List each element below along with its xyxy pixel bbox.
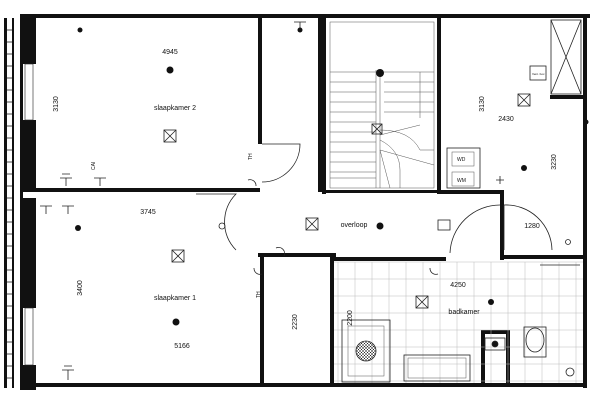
walls bbox=[20, 14, 590, 390]
cai-label: CAI bbox=[91, 162, 97, 170]
dim-bedroom1-bottom: 5166 bbox=[174, 343, 190, 350]
dim-bathroom-width: 4250 bbox=[450, 282, 466, 289]
bathroom-tiles bbox=[334, 261, 583, 383]
staircase bbox=[329, 21, 435, 189]
bathroom-fixtures bbox=[341, 319, 547, 383]
dim-right-depth-top: 3130 bbox=[479, 96, 486, 112]
boiler-label: Vent. box bbox=[532, 72, 545, 76]
cupboard bbox=[529, 19, 582, 95]
dim-right-width: 2430 bbox=[498, 116, 514, 123]
socket-icons bbox=[40, 21, 580, 380]
dim-passage-width: 1280 bbox=[524, 223, 540, 230]
dim-right-depth: 3230 bbox=[551, 154, 558, 170]
appliance-block: WD WM bbox=[446, 147, 481, 189]
room-label-bedroom1: slaapkamer 1 bbox=[154, 295, 196, 302]
thermostat-label-1: TH bbox=[248, 153, 254, 160]
room-label-bathroom: badkamer bbox=[448, 309, 480, 316]
dryer-label: WD bbox=[457, 157, 466, 163]
dim-bedroom1-right: 2230 bbox=[292, 314, 299, 330]
left-facade bbox=[4, 18, 14, 388]
room-label-bedroom2: slaapkamer 2 bbox=[154, 105, 196, 112]
ceiling-lights bbox=[75, 27, 589, 326]
dim-bedroom1-width: 3745 bbox=[140, 209, 156, 216]
dim-bedroom2-depth: 3130 bbox=[53, 96, 60, 112]
washer-label: WM bbox=[457, 178, 466, 184]
doors bbox=[196, 143, 553, 254]
dim-bathroom-depth: 2200 bbox=[347, 310, 354, 326]
room-label-landing: overloop bbox=[341, 222, 368, 229]
dim-bedroom2-width: 4945 bbox=[162, 49, 178, 56]
ventilation-icons bbox=[163, 93, 531, 309]
thermostat-label-2: TH bbox=[256, 291, 262, 298]
dim-bedroom1-depth: 3400 bbox=[77, 280, 84, 296]
